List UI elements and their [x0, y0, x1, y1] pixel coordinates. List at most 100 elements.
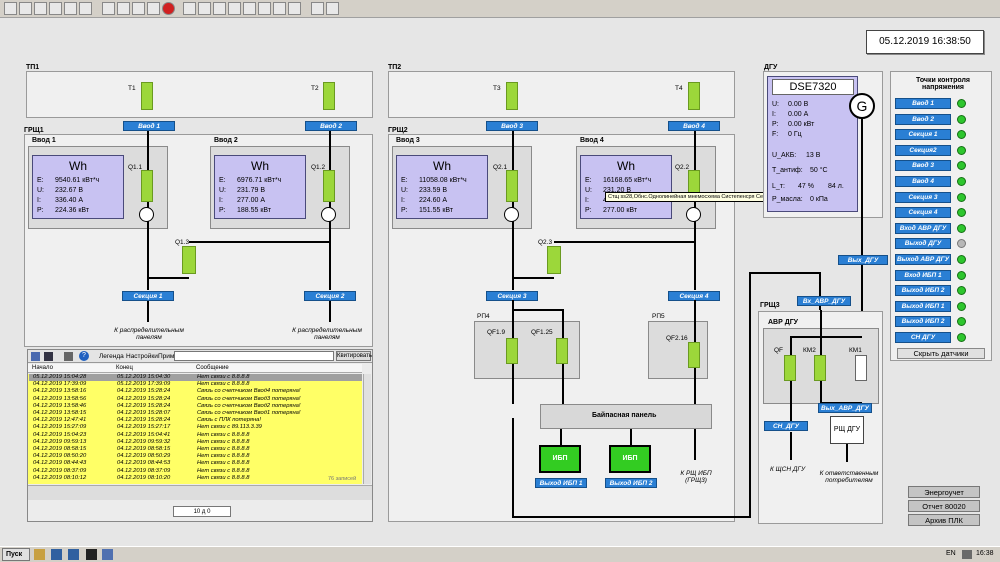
tool5-icon[interactable] — [273, 2, 286, 15]
tool4-icon[interactable] — [258, 2, 271, 15]
bypass-panel[interactable] — [540, 404, 712, 429]
voltage-point-7[interactable]: Секция 4 — [895, 207, 951, 219]
t2-transformer[interactable] — [323, 82, 335, 110]
t4-transformer[interactable] — [688, 82, 700, 110]
sec1-tag[interactable]: Секция 1 — [122, 291, 174, 301]
rsh-dgu-box[interactable]: РЩ ДГУ — [830, 416, 864, 444]
voltage-point-8[interactable]: Вход АВР ДГУ — [895, 222, 951, 234]
dgu-out-tag[interactable]: Вых_ДГУ — [838, 255, 888, 265]
q11-switch[interactable] — [141, 170, 153, 202]
ibp2-unit[interactable]: ИБП — [609, 445, 651, 473]
paste-icon[interactable] — [79, 2, 92, 15]
copy-icon[interactable] — [64, 2, 77, 15]
qf125-switch[interactable] — [556, 338, 568, 364]
ibp1-out-tag[interactable]: Выход ИБП 1 — [535, 478, 587, 488]
generator-icon[interactable]: G — [849, 93, 875, 119]
vvod4-tag[interactable]: Ввод 4 — [668, 121, 720, 131]
save-log-icon[interactable] — [44, 352, 53, 361]
voltage-point-12[interactable]: Выход ИБП 2 — [895, 285, 951, 297]
in2-meter[interactable]: Wh E:6976.71 кВт*ч U:231.79 В I:277.00 А… — [214, 155, 306, 219]
archive-button[interactable]: Архив ПЛК — [908, 514, 980, 526]
vvod1-tag[interactable]: Ввод 1 — [123, 121, 175, 131]
voltage-point-2[interactable]: Секция 1 — [895, 129, 951, 141]
km2-switch[interactable] — [814, 355, 826, 381]
qf19-switch[interactable] — [506, 338, 518, 364]
stop-icon[interactable] — [162, 2, 175, 15]
tool1-icon[interactable] — [213, 2, 226, 15]
voltage-point-9[interactable]: Выход ДГУ — [895, 238, 951, 250]
ibp2-out-tag[interactable]: Выход ИБП 2 — [605, 478, 657, 488]
in1-meter[interactable]: Wh E:9540.61 кВт*ч U:232.67 В I:336.40 А… — [32, 155, 124, 219]
q12-switch[interactable] — [323, 170, 335, 202]
help-log-icon[interactable]: ? — [79, 351, 89, 361]
voltage-point-3[interactable]: Секция2 — [895, 144, 951, 156]
col-message[interactable]: Сообщение — [196, 365, 229, 371]
voltage-point-4[interactable]: Ввод 3 — [895, 160, 951, 172]
print-log-icon[interactable] — [64, 352, 73, 361]
taskbar-app2-icon[interactable] — [68, 549, 79, 560]
q13-switch[interactable] — [182, 246, 196, 274]
q21-switch[interactable] — [506, 170, 518, 202]
t1-transformer[interactable] — [141, 82, 153, 110]
print-icon[interactable] — [34, 2, 47, 15]
vvod2-tag[interactable]: Ввод 2 — [305, 121, 357, 131]
favorites-icon[interactable] — [117, 2, 130, 15]
window-icon[interactable] — [326, 2, 339, 15]
start-button[interactable]: Пуск — [2, 548, 30, 561]
voltage-point-6[interactable]: Секция 3 — [895, 191, 951, 203]
voltage-point-10[interactable]: Выход АВР ДГУ — [895, 254, 951, 265]
report-button[interactable]: Отчет 80020 — [908, 500, 980, 512]
tool3-icon[interactable] — [243, 2, 256, 15]
voltage-point-15[interactable]: СН ДГУ — [895, 332, 951, 343]
t3-transformer[interactable] — [506, 82, 518, 110]
taskbar-terminal-icon[interactable] — [86, 549, 97, 560]
qf-switch[interactable] — [784, 355, 796, 381]
settings-icon[interactable] — [198, 2, 211, 15]
vvod3-tag[interactable]: Ввод 3 — [486, 121, 538, 131]
taskbar-app3-icon[interactable] — [102, 549, 113, 560]
voltage-point-0[interactable]: Ввод 1 — [895, 98, 951, 109]
alarm-scrollbar[interactable] — [363, 374, 371, 484]
forward-icon[interactable] — [147, 2, 160, 15]
open-icon[interactable] — [4, 2, 17, 15]
hide-sensors-button[interactable]: Скрыть датчики — [897, 348, 985, 359]
legend-link[interactable]: Легенда — [99, 353, 124, 360]
sn-dgu-tag[interactable]: СН_ДГУ — [764, 421, 808, 431]
qf216-switch[interactable] — [688, 342, 700, 368]
tool6-icon[interactable] — [288, 2, 301, 15]
vx-avr-tag[interactable]: Вх_АВР_ДГУ — [797, 296, 851, 306]
network-icon[interactable] — [311, 2, 324, 15]
col-end[interactable]: Конец — [116, 365, 133, 371]
ibp1-unit[interactable]: ИБП — [539, 445, 581, 473]
voltage-point-5[interactable]: Ввод 4 — [895, 176, 951, 187]
sec2-tag[interactable]: Секция 2 — [304, 291, 356, 301]
help-icon[interactable] — [183, 2, 196, 15]
ack-button[interactable]: Квитировать — [336, 351, 373, 361]
settings-link[interactable]: Настройки — [126, 353, 158, 360]
voltage-point-13[interactable]: Выход ИБП 1 — [895, 300, 951, 312]
dgu-controller[interactable]: DSE7320 U:0.00 В I:0.00 А P:0.00 кВт F:0… — [767, 76, 858, 212]
vyx-avr-tag[interactable]: Вых_АВР_ДГУ — [818, 403, 872, 413]
tool2-icon[interactable] — [228, 2, 241, 15]
km1-switch[interactable] — [855, 355, 867, 381]
energy-button[interactable]: Энергоучет — [908, 486, 980, 498]
tray-icon[interactable] — [962, 550, 972, 559]
save-icon[interactable] — [19, 2, 32, 15]
voltage-point-11[interactable]: Вход ИБП 1 — [895, 269, 951, 281]
prim-input[interactable] — [174, 351, 334, 361]
in4-meter[interactable]: Wh E:16168.65 кВт*ч U:231.20 В I:408.90 … — [580, 155, 672, 219]
